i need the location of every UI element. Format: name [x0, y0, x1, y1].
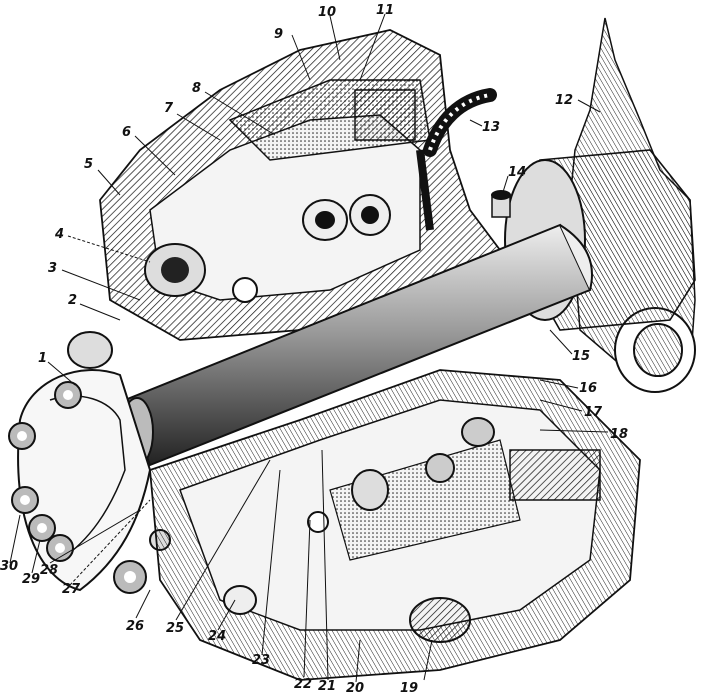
label-22: 22 [294, 677, 312, 692]
label-16: 16 [579, 381, 597, 396]
end-plate [8, 331, 171, 594]
label-23: 23 [252, 653, 270, 668]
label-6: 6 [122, 125, 131, 140]
label-9: 9 [274, 27, 283, 42]
label-15: 15 [572, 349, 590, 364]
internal-rollers [144, 194, 391, 303]
label-24: 24 [208, 629, 226, 644]
label-20: 20 [346, 681, 364, 694]
label-17: 17 [584, 405, 603, 420]
lower-housing [149, 369, 641, 681]
label-10: 10 [318, 5, 336, 20]
hose [416, 88, 497, 231]
label-2: 2 [68, 293, 77, 308]
label-28: 28 [40, 563, 58, 578]
label-25: 25 [166, 621, 184, 636]
label-7: 7 [164, 101, 174, 116]
label-11: 11 [376, 3, 394, 18]
leader-lines [9, 13, 609, 683]
label-21: 21 [318, 679, 336, 694]
label-27: 27 [62, 582, 81, 597]
bolts [8, 381, 171, 594]
label-4: 4 [54, 227, 64, 242]
label-8: 8 [192, 81, 201, 96]
label-19: 19 [400, 681, 418, 694]
label-26: 26 [126, 619, 144, 634]
label-1: 1 [38, 351, 47, 366]
label-5: 5 [84, 157, 93, 172]
label-30: 30 [0, 559, 18, 574]
label-12: 12 [555, 93, 573, 108]
grease-fitting [491, 190, 511, 218]
label-18: 18 [610, 427, 628, 442]
label-3: 3 [48, 261, 57, 276]
label-14: 14 [508, 165, 526, 180]
label-13: 13 [482, 120, 500, 135]
part-labels: 1 2 3 4 5 6 7 8 9 10 11 12 13 14 15 16 1… [0, 3, 628, 694]
label-29: 29 [22, 572, 40, 587]
